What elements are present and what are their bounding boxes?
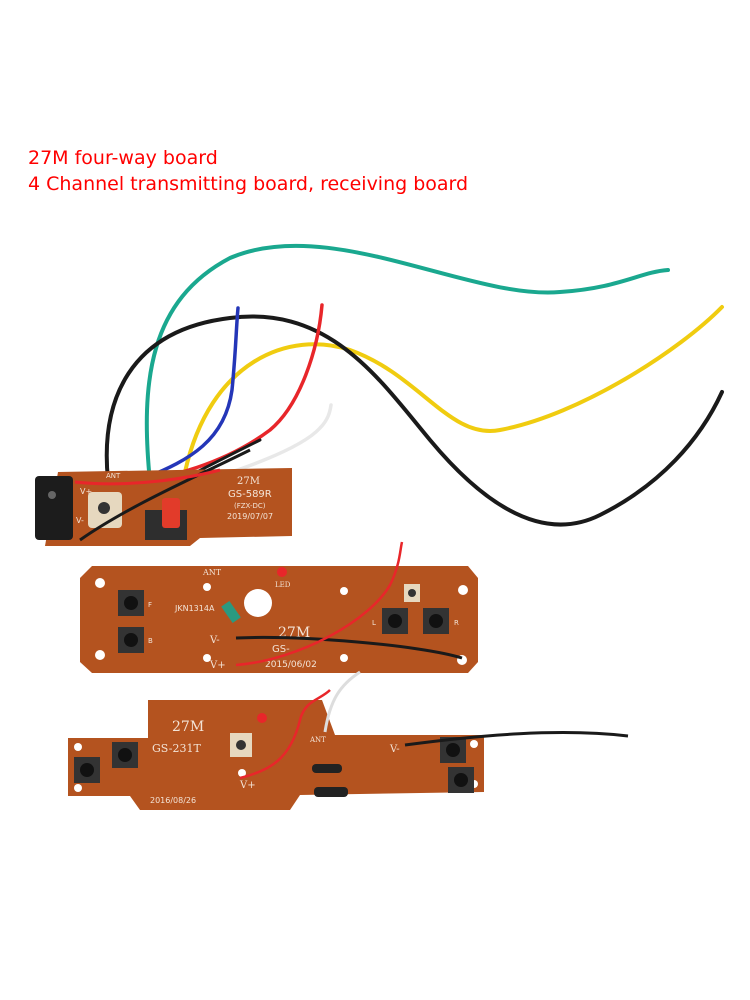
- svg-text:B: B: [148, 637, 153, 645]
- blue-wire: [143, 306, 240, 480]
- red-wire: [108, 303, 324, 484]
- svg-text:F: F: [148, 601, 152, 609]
- transmitter-board-a: ANT LED JKN1314A 27M GS- 2015/06/02 V- V…: [80, 541, 478, 673]
- dc-jack: [35, 476, 73, 540]
- receiver-board: 27M GS-589R (FZX-DC) 2019/07/07 V+ ANT V…: [35, 448, 292, 546]
- svg-text:27M: 27M: [237, 476, 260, 487]
- svg-text:2016/08/26: 2016/08/26: [150, 796, 196, 805]
- svg-text:LED: LED: [275, 581, 291, 589]
- caption-subtitle: 4 Channel transmitting board, receiving …: [28, 173, 469, 195]
- svg-text:ANT: ANT: [106, 472, 121, 480]
- svg-text:GS-: GS-: [272, 644, 290, 655]
- svg-text:JKN1314A: JKN1314A: [174, 604, 215, 613]
- svg-text:V-: V-: [209, 635, 220, 646]
- svg-text:V-: V-: [76, 516, 84, 525]
- caption-title: 27M four-way board: [28, 147, 218, 169]
- svg-text:V+: V+: [80, 487, 92, 496]
- svg-text:L: L: [372, 619, 376, 627]
- svg-text:GS-231T: GS-231T: [152, 742, 201, 755]
- inductor: [221, 600, 241, 624]
- svg-text:V+: V+: [209, 660, 226, 671]
- yellow-wire: [183, 305, 724, 474]
- led: [277, 567, 287, 577]
- svg-text:(FZX-DC): (FZX-DC): [234, 502, 266, 510]
- svg-text:27M: 27M: [172, 719, 204, 735]
- tact-buttons: [118, 590, 449, 653]
- svg-text:2015/06/02: 2015/06/02: [265, 660, 317, 670]
- transmitter-board-b: 27M GS-231T 2016/08/26 ANT V+ V-: [68, 670, 629, 810]
- svg-text:V+: V+: [239, 780, 256, 791]
- svg-text:R: R: [454, 619, 459, 627]
- svg-text:GS-589R: GS-589R: [228, 489, 272, 500]
- svg-text:ANT: ANT: [202, 568, 222, 577]
- green-wire: [144, 243, 670, 484]
- svg-text:V-: V-: [389, 744, 400, 755]
- black-wire-long: [104, 314, 724, 527]
- svg-text:ANT: ANT: [309, 736, 326, 744]
- svg-text:2019/07/07: 2019/07/07: [227, 512, 273, 521]
